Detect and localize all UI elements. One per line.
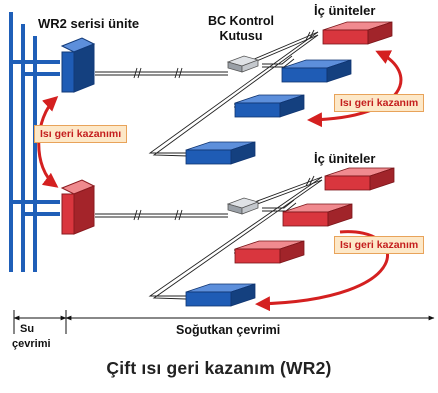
water-cycle-label-line1: Su	[20, 323, 35, 335]
bc-box-upper	[226, 55, 260, 73]
bc-box-lower	[226, 197, 260, 215]
refrigerant-piping	[95, 29, 323, 300]
water-risers	[9, 12, 60, 272]
indoor-unit-upper-2-blue	[281, 59, 352, 83]
indoor-unit-upper-4-blue	[185, 141, 256, 165]
diagram-caption: Çift ısı geri kazanım (WR2)	[106, 358, 332, 378]
cycle-dimensions	[13, 310, 435, 334]
indoor-unit-lower-4-blue	[185, 283, 256, 307]
indoor-unit-upper-3-blue	[234, 94, 305, 118]
wr2-unit-label: WR2 serisi ünite	[38, 16, 140, 31]
indoor-units-label-top: İç üniteler	[314, 3, 376, 18]
heat-recovery-tag-bottom-right: Isı geri kazanım	[334, 236, 425, 254]
heat-recovery-tag-top-right: Isı geri kazanım	[334, 94, 425, 112]
bc-box-label-line1: BC Kontrol	[208, 14, 274, 28]
indoor-units-label-bottom: İç üniteler	[314, 151, 376, 166]
water-cycle-label-line2: çevrimi	[12, 338, 51, 350]
wr2-unit-blue	[60, 37, 96, 93]
indoor-unit-lower-3-red	[234, 240, 305, 264]
bc-box-label-line2: Kutusu	[219, 29, 263, 43]
heat-recovery-tag-left: Isı geri kazanımı	[34, 125, 128, 143]
wr2-unit-red	[60, 179, 96, 235]
refrigerant-cycle-label: Soğutkan çevrimi	[176, 323, 281, 337]
indoor-unit-lower-1-red	[324, 167, 395, 191]
indoor-unit-upper-1-red	[322, 21, 393, 45]
indoor-unit-lower-2-red	[282, 203, 353, 227]
